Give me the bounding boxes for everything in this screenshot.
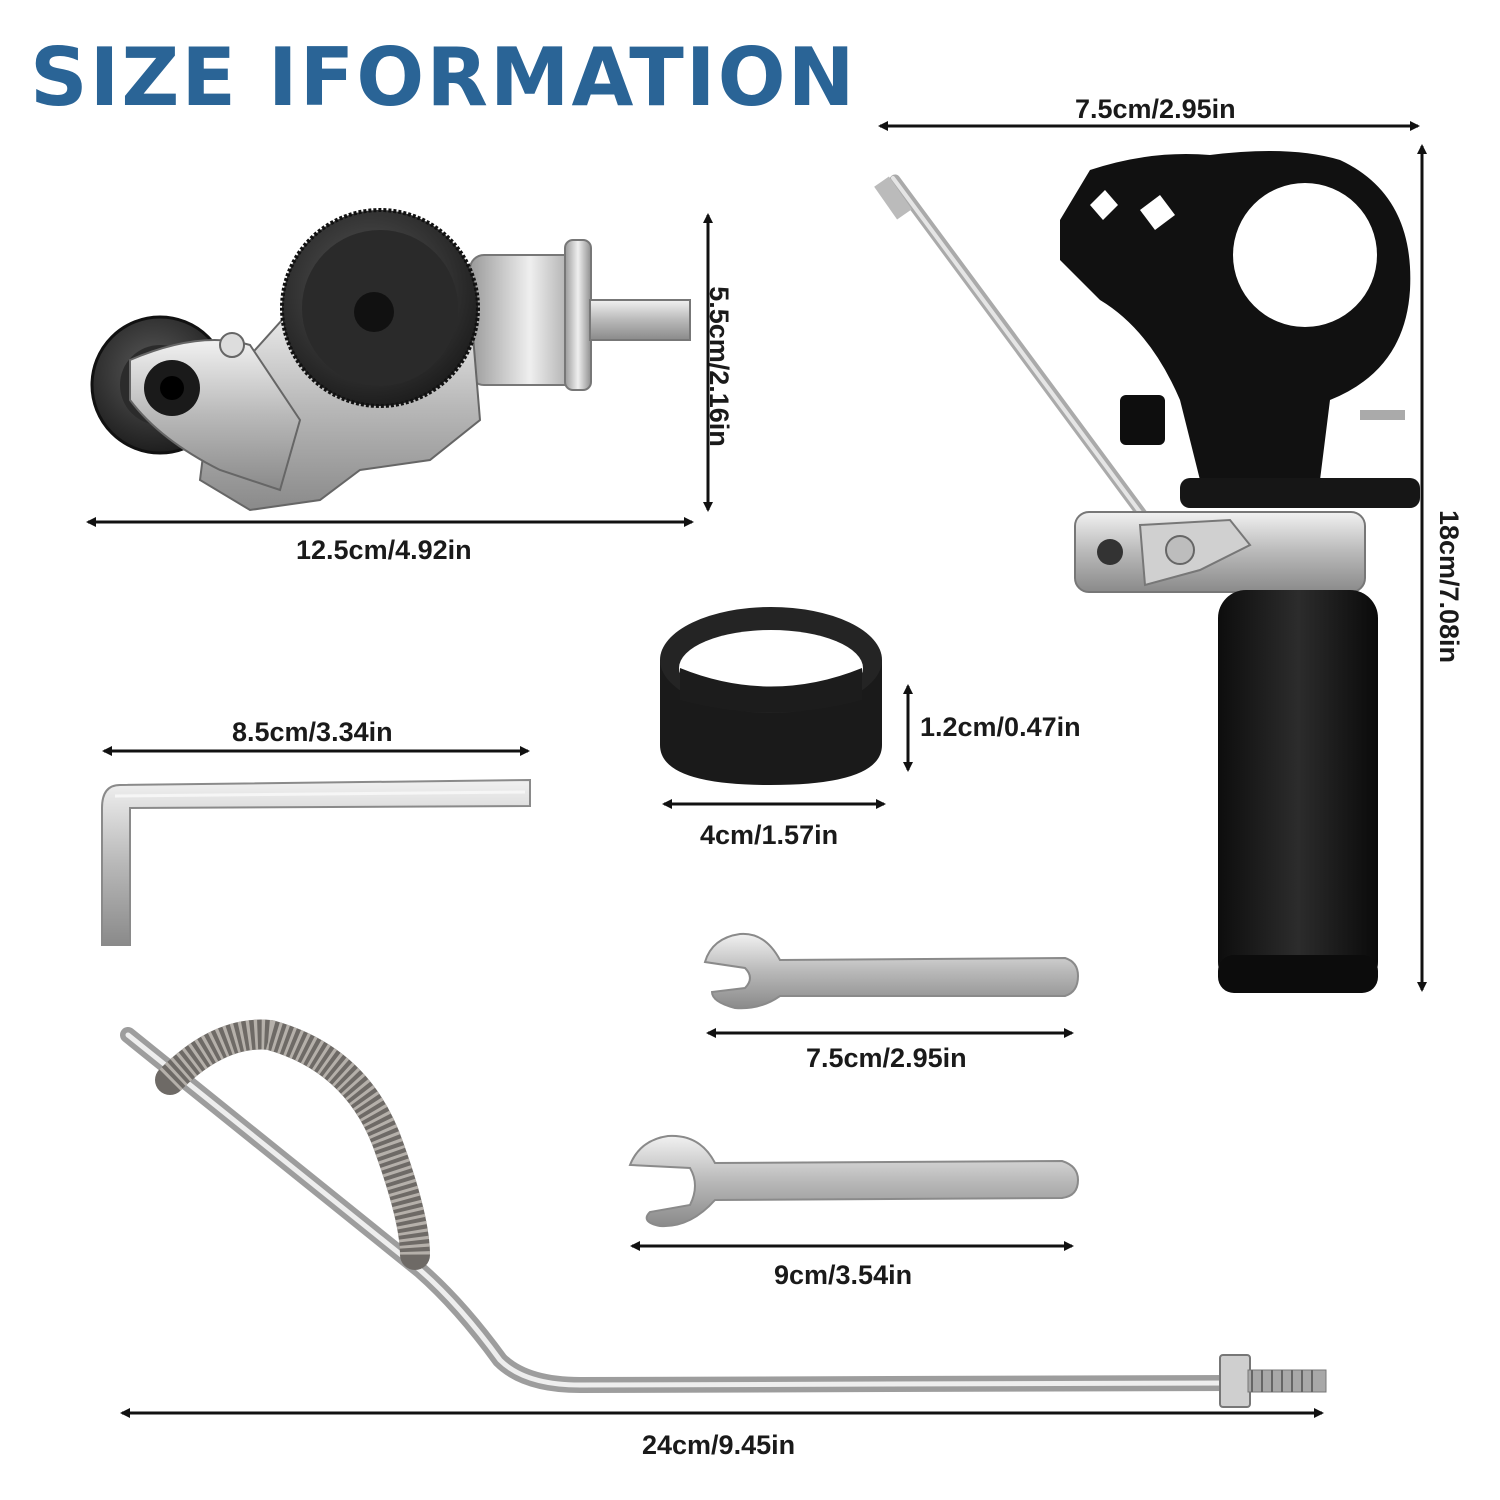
rod-length-label: 24cm/9.45in (642, 1430, 796, 1460)
large-wrench-image (628, 1134, 1080, 1228)
handle-width-label: 7.5cm/2.95in (1075, 94, 1236, 124)
large-wrench-length-label: 9cm/3.54in (774, 1260, 913, 1290)
page-title: SIZE IFORMATION (30, 31, 857, 124)
ring-width-label: 4cm/1.57in (700, 820, 839, 850)
rubber-ring-image (660, 607, 882, 785)
ring-height-label: 1.2cm/0.47in (920, 712, 1081, 742)
small-wrench-image (703, 932, 1080, 1010)
small-wrench-length-label: 7.5cm/2.95in (806, 1043, 967, 1073)
hex-key-length-label: 8.5cm/3.34in (232, 717, 393, 747)
spring-handle-rod-image (120, 1019, 1327, 1408)
handle-height-label: 18cm/7.08in (1434, 509, 1465, 664)
cutter-height-label: 5.5cm/2.16in (703, 286, 734, 447)
nibbler-cutter-image (90, 208, 691, 512)
hex-key-image (101, 778, 531, 946)
cutter-width-label: 12.5cm/4.92in (296, 535, 472, 565)
side-handle-image (874, 151, 1420, 993)
